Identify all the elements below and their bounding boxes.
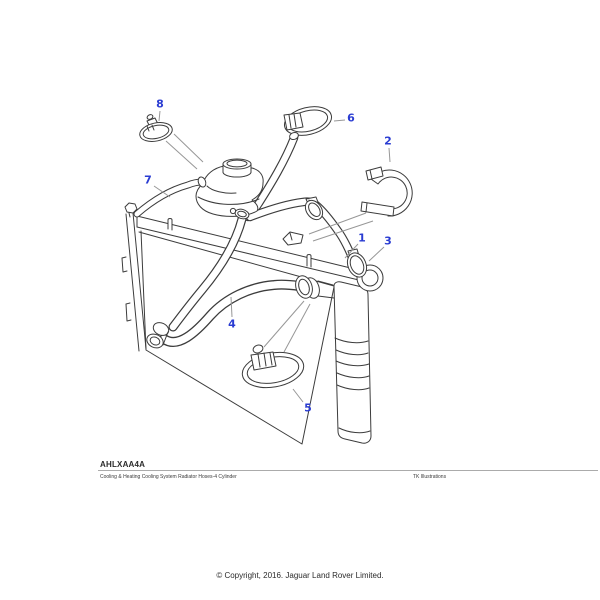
illustrator-credit: TK Illustrations bbox=[413, 474, 447, 480]
hose-clamp-6 bbox=[283, 106, 333, 141]
copyright-notice: © Copyright, 2016. Jaguar Land Rover Lim… bbox=[216, 571, 384, 580]
hose-clamp-5 bbox=[241, 344, 305, 389]
tank-spout bbox=[197, 176, 207, 188]
callout-4[interactable]: 4 bbox=[228, 317, 236, 331]
clamp-screw-housing bbox=[250, 351, 277, 371]
bolt-icon bbox=[124, 202, 138, 214]
callout-2[interactable]: 2 bbox=[384, 134, 392, 148]
callout-8[interactable]: 8 bbox=[156, 97, 164, 111]
expansion-tank bbox=[195, 158, 264, 220]
elbow-ring bbox=[304, 199, 324, 221]
hose-clip bbox=[282, 231, 304, 246]
rail-peg bbox=[306, 254, 312, 268]
footer-divider bbox=[98, 470, 598, 471]
figure-code: AHLXAA4A bbox=[100, 460, 146, 469]
hose-clamp-8 bbox=[139, 114, 173, 142]
hoses bbox=[133, 133, 358, 349]
bracket-tab bbox=[360, 201, 395, 217]
clamp-screw bbox=[146, 114, 154, 120]
callout-6[interactable]: 6 bbox=[347, 111, 355, 125]
radiator bbox=[121, 202, 368, 445]
callout-7[interactable]: 7 bbox=[144, 173, 152, 187]
radiator-end-tank bbox=[333, 264, 384, 444]
callout-1[interactable]: 1 bbox=[358, 231, 366, 245]
clamp-screw bbox=[252, 344, 264, 354]
leader-lines bbox=[153, 110, 391, 403]
clamp-screw bbox=[289, 131, 299, 141]
figure-caption: Cooling & Heating Cooling System Radiato… bbox=[100, 474, 237, 480]
clamp-screw-housing bbox=[283, 112, 304, 131]
rail-peg bbox=[167, 218, 173, 231]
support-bracket-2 bbox=[360, 166, 413, 217]
callout-5[interactable]: 5 bbox=[304, 401, 312, 415]
callout-3[interactable]: 3 bbox=[384, 234, 392, 248]
